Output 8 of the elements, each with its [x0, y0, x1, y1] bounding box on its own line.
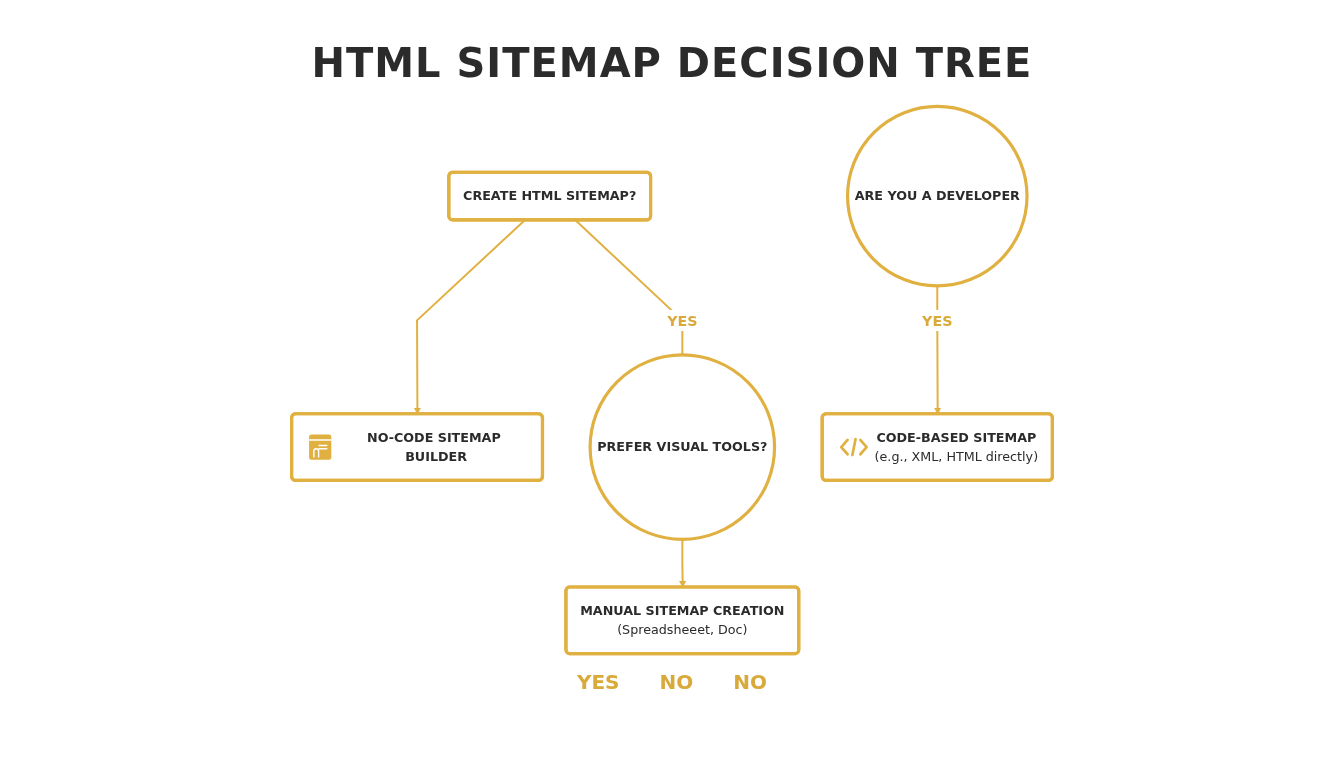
branch-label: NO — [733, 670, 768, 694]
diagram-title: HTML SITEMAP DECISION TREE — [311, 40, 1033, 86]
edge-label: YES — [922, 312, 953, 329]
node-circle: ARE YOU A DEVELOPER — [845, 104, 1029, 288]
node-circle: PREFER VISUAL TOOLS? — [588, 353, 777, 541]
edge-label: YES — [667, 312, 698, 329]
branch-label: YES — [576, 670, 620, 694]
branch-label: NO — [659, 670, 694, 694]
